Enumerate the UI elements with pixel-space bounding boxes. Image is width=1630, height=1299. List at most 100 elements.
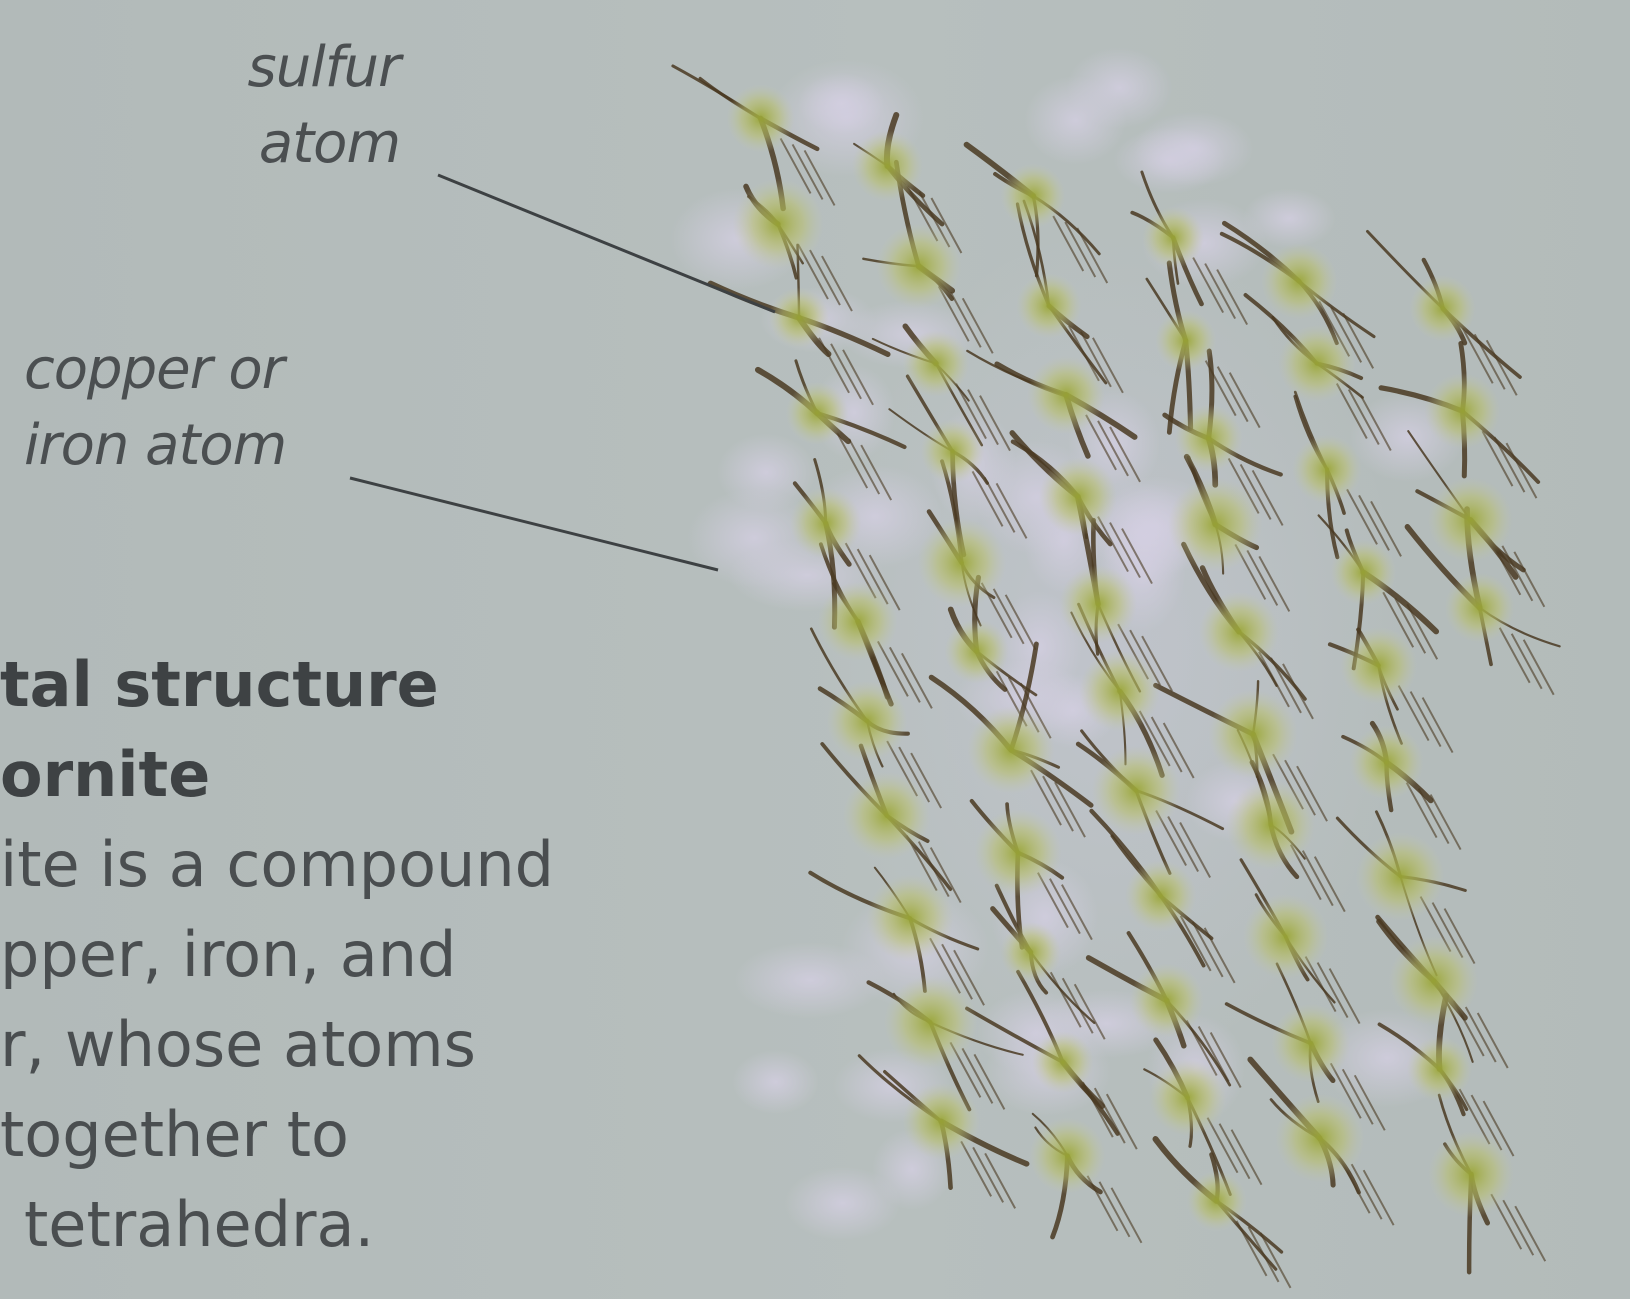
lattice-bond — [1352, 1164, 1382, 1219]
lattice-atom — [1340, 627, 1417, 704]
lattice-bond — [1232, 1130, 1262, 1185]
lattice-atom — [852, 130, 923, 201]
lattice-atom — [1000, 922, 1061, 983]
lattice-bond — [902, 653, 932, 708]
lattice-bond — [1503, 1200, 1533, 1255]
lattice-atom — [1029, 1118, 1105, 1194]
lattice-bond — [1303, 851, 1333, 906]
lattice-bond — [1111, 1188, 1141, 1243]
lattice-atom — [1059, 565, 1137, 643]
lattice-haze-blob — [732, 1050, 819, 1114]
sulfur-label-line-1: sulfur — [230, 30, 400, 106]
lattice-bond — [1053, 216, 1083, 271]
lattice-bond — [1347, 489, 1377, 544]
lattice-atom — [1032, 1031, 1094, 1093]
sulfur-atom-label: sulfur atom — [230, 30, 400, 182]
lattice-atom — [1356, 832, 1445, 921]
body-line-1: ite is a compound — [0, 820, 600, 910]
lattice-bond — [1077, 228, 1107, 283]
lattice-atom — [1039, 457, 1117, 535]
lattice-atom — [1261, 243, 1337, 319]
lattice-atom — [1092, 746, 1181, 835]
lattice-atom — [1199, 592, 1280, 673]
lattice-atom — [866, 874, 953, 961]
lattice-bond — [1500, 628, 1530, 683]
lattice-atom — [1428, 477, 1514, 563]
lattice-bond — [973, 1147, 1003, 1202]
lattice-atom — [1208, 689, 1297, 778]
heading-line-2: ornite — [0, 730, 462, 820]
lattice-atom — [876, 224, 961, 309]
lattice-bond — [1512, 634, 1542, 689]
lattice-bond — [1065, 222, 1095, 277]
lattice-atom — [1155, 310, 1216, 371]
lattice-atom — [1142, 207, 1204, 269]
lattice-atom — [827, 681, 908, 762]
lattice-atom — [1278, 325, 1355, 402]
body-line-3: r, whose atoms — [0, 1000, 600, 1090]
lattice-atom — [1175, 404, 1243, 472]
caption-body: ite is a compound pper, iron, and r, who… — [0, 820, 600, 1270]
lattice-atom — [1292, 435, 1361, 504]
lattice-bond — [1261, 1233, 1291, 1288]
lattice-haze-blob — [1113, 127, 1225, 194]
lattice-haze-blob — [798, 73, 885, 134]
lattice-atom — [769, 288, 830, 349]
lattice-bond — [1205, 928, 1235, 983]
copper-label-line-1: copper or — [24, 332, 344, 408]
body-line-2: pper, iron, and — [0, 910, 600, 1000]
lattice-bond — [1315, 857, 1345, 912]
heading-line-1: tal structure — [0, 640, 462, 730]
lattice-atom — [1016, 273, 1081, 338]
lattice-bond — [1220, 1124, 1250, 1179]
lattice-atom — [786, 382, 848, 444]
lattice-atom — [818, 582, 897, 661]
lattice-bond — [1099, 1182, 1129, 1237]
body-line-5: tetrahedra. — [0, 1180, 600, 1270]
lattice-bond — [1506, 443, 1536, 498]
lattice-atom — [1409, 275, 1476, 342]
lattice-bond — [1423, 698, 1453, 753]
lattice-atom — [903, 1083, 980, 1160]
lattice-atom — [726, 84, 794, 152]
lattice-bond — [1524, 640, 1554, 695]
lattice-atom — [1349, 725, 1423, 799]
lattice-atom — [1125, 860, 1197, 932]
lattice-bond — [1431, 795, 1461, 850]
lattice-bond — [1411, 692, 1441, 747]
lattice-atom — [1407, 1036, 1472, 1101]
lattice-atom — [1330, 540, 1396, 606]
lattice-atom — [1226, 780, 1316, 870]
lattice-atom — [1001, 164, 1066, 229]
copper-label-line-2: iron atom — [24, 408, 344, 484]
lattice-haze-blob — [734, 942, 886, 1018]
lattice-atom — [790, 487, 862, 559]
lattice-haze-blob — [1025, 76, 1127, 165]
lattice-atom — [917, 518, 1006, 607]
lattice-atom — [1027, 356, 1105, 434]
lattice-atom — [1149, 1059, 1227, 1137]
body-line-4: together to — [0, 1090, 600, 1180]
lattice-bond — [1193, 922, 1223, 977]
lattice-atom — [967, 706, 1055, 794]
lattice-atom — [1275, 1094, 1364, 1183]
lattice-bond — [1419, 789, 1449, 844]
lattice-atom — [1424, 373, 1500, 449]
lattice-atom — [1444, 572, 1515, 643]
lattice-atom — [1389, 936, 1479, 1026]
lattice-bond — [1515, 1206, 1545, 1261]
lattice-atom — [884, 976, 977, 1069]
lattice-atom — [903, 330, 970, 397]
lattice-atom — [1186, 1171, 1246, 1231]
lattice-atom — [1243, 894, 1328, 979]
lattice-bond — [1514, 552, 1544, 607]
copper-iron-leader-line — [350, 478, 718, 570]
lattice-bond — [985, 1153, 1015, 1208]
lattice-atom — [974, 809, 1062, 897]
lattice-atom — [1271, 1004, 1350, 1083]
lattice-atom — [733, 179, 824, 270]
lattice-atom — [1129, 963, 1203, 1037]
lattice-atom — [1428, 1131, 1515, 1218]
lattice-haze-blob — [1243, 188, 1336, 248]
lattice-atom — [843, 772, 931, 860]
